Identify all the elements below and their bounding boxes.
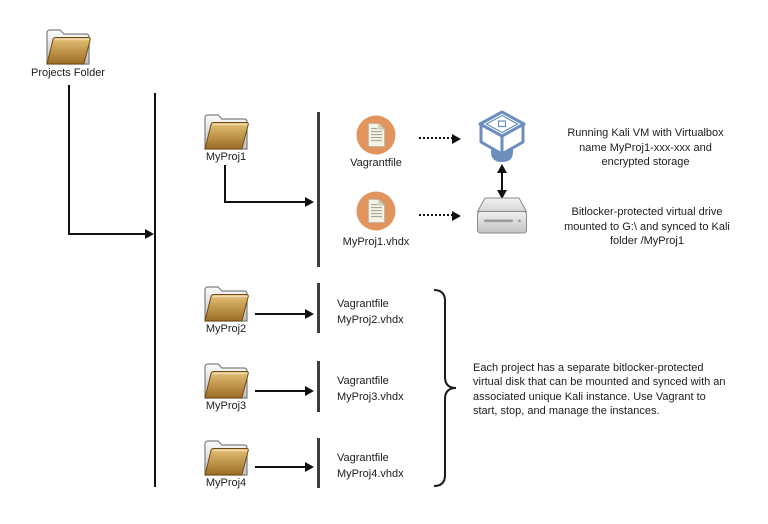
curly-brace [427, 288, 467, 488]
myproj4-file1: Vagrantfile [337, 452, 389, 464]
tree-line-root-horizontal [68, 233, 146, 235]
myproj4-files-separator [317, 438, 320, 488]
dotted-arrowhead-drive [452, 211, 461, 221]
hard-drive-icon [476, 197, 528, 235]
brace-note-line3: associated unique Kali instance. Use Vag… [473, 390, 706, 403]
tree-line-main-vertical [154, 93, 156, 487]
vagrantfile-label: Vagrantfile [350, 157, 402, 169]
kali-vm-annotation-line1: Running Kali VM with Virtualbox [567, 127, 724, 139]
myproj4-files-text: Vagrantfile MyProj4.vhdx [337, 451, 404, 482]
myproj4-arrow-line [255, 466, 306, 468]
myproj3-folder-label: MyProj3 [205, 400, 247, 412]
virtual-drive-annotation-line2: mounted to G:\ and synced to Kali [564, 220, 730, 233]
myproj3-files-text: Vagrantfile MyProj3.vhdx [337, 374, 404, 405]
vhdx-document-icon [356, 191, 396, 231]
myproj4-arrowhead [305, 462, 314, 472]
myproj3-arrowhead [305, 386, 314, 396]
kali-vm-annotation-line3: encrypted storage [601, 156, 690, 168]
tree-arrowhead-root [145, 229, 154, 239]
myproj3-files-separator [317, 361, 320, 412]
kali-vm-annotation: Running Kali VM with Virtualbox name MyP… [538, 126, 753, 170]
brace-note-line2: virtual disk that can be mounted and syn… [473, 376, 726, 389]
tree-line-root-vertical [68, 85, 70, 235]
myproj3-arrow-line [255, 390, 306, 392]
myproj2-files-text: Vagrantfile MyProj2.vhdx [337, 297, 404, 328]
vhdx-label: MyProj1.vhdx [342, 236, 410, 248]
kali-vm-annotation-line2: name MyProj1-xxx-xxx and [579, 141, 712, 154]
myproj3-folder-icon [203, 360, 249, 400]
myproj1-branch-horizontal [224, 201, 306, 203]
myproj1-branch-arrowhead [305, 197, 314, 207]
myproj4-file2: MyProj4.vhdx [337, 467, 404, 480]
myproj2-arrowhead [305, 309, 314, 319]
myproj3-file1: Vagrantfile [337, 375, 389, 387]
myproj2-file2: MyProj2.vhdx [337, 313, 404, 326]
brace-note-line1: Each project has a separate bitlocker-pr… [473, 362, 704, 374]
vagrantfile-document-icon [356, 115, 396, 155]
dotted-arrowhead-vm [452, 134, 461, 144]
sync-arrowhead-down [497, 190, 507, 199]
virtualbox-vm-icon [478, 110, 526, 162]
myproj1-folder-icon [203, 111, 249, 151]
virtual-drive-annotation-line3: folder /MyProj1 [610, 235, 684, 247]
myproj2-arrow-line [255, 313, 306, 315]
sync-arrow-line [501, 171, 503, 192]
myproj2-folder-label: MyProj2 [205, 323, 247, 335]
myproj2-file1: Vagrantfile [337, 298, 389, 310]
dotted-line-vagrantfile-to-vm [419, 137, 453, 139]
myproj4-folder-label: MyProj4 [205, 477, 247, 489]
virtual-drive-annotation: Bitlocker-protected virtual drive mounte… [531, 205, 763, 249]
virtual-drive-annotation-line1: Bitlocker-protected virtual drive [571, 206, 723, 218]
brace-note-annotation: Each project has a separate bitlocker-pr… [473, 361, 751, 418]
myproj1-files-separator [317, 112, 320, 267]
myproj2-files-separator [317, 283, 320, 333]
myproj1-branch-vertical [224, 165, 226, 203]
projects-folder-label: Projects Folder [31, 67, 105, 79]
myproj3-file2: MyProj3.vhdx [337, 390, 404, 403]
dotted-line-vhdx-to-drive [419, 214, 453, 216]
sync-arrowhead-up [497, 164, 507, 173]
projects-folder-icon [45, 26, 91, 66]
myproj1-folder-label: MyProj1 [205, 151, 247, 163]
myproj4-folder-icon [203, 437, 249, 477]
myproj2-folder-icon [203, 283, 249, 323]
brace-note-line4: start, stop, and manage the instances. [473, 404, 660, 417]
